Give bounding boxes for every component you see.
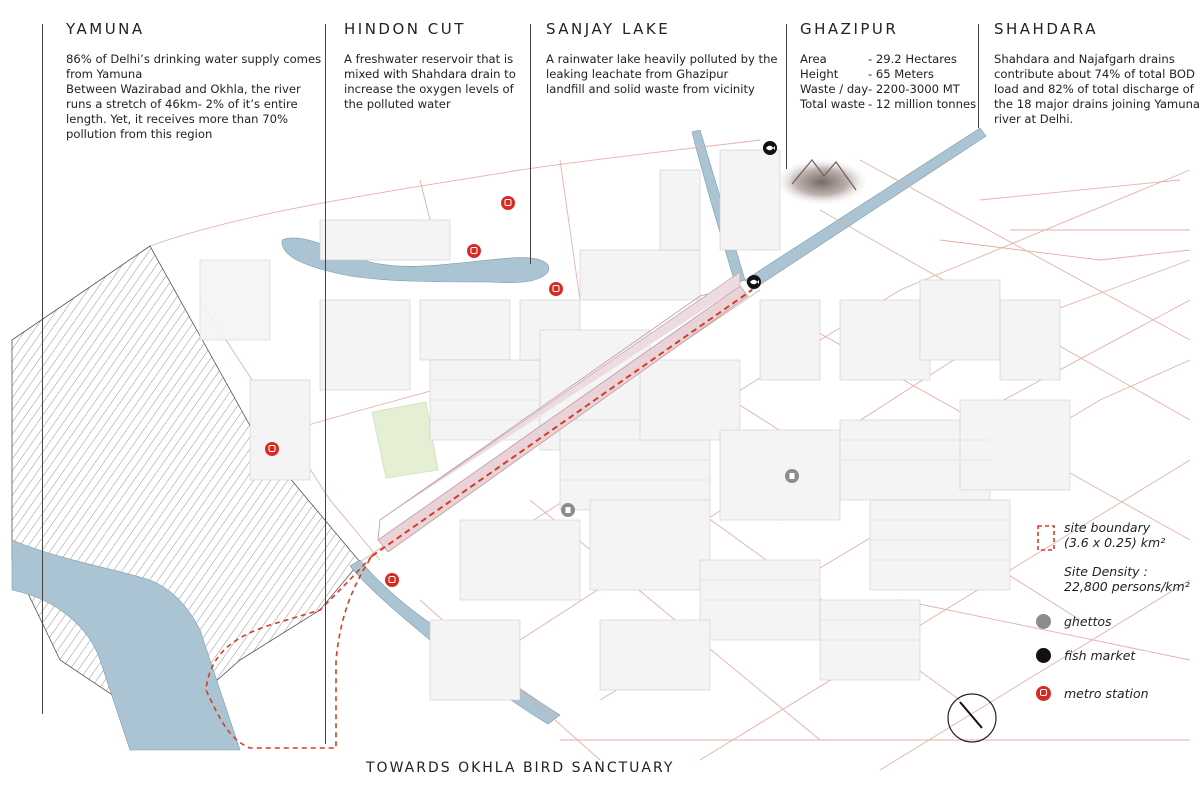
heading-shahdara: SHAHDARA [994, 20, 1098, 38]
metro-station-marker [385, 573, 399, 587]
metro-station-marker [265, 442, 279, 456]
fact-area: Area- 29.2 Hectares [800, 52, 957, 66]
divider-hindon [325, 24, 326, 744]
building-blocks [199, 149, 1071, 701]
fish-market-marker [763, 141, 777, 155]
divider-ghazipur [786, 24, 787, 169]
fish-market-marker [747, 275, 761, 289]
legend-site-boundary: site boundary (3.6 x 0.25) km² [1036, 520, 1165, 551]
ghetto-marker [561, 503, 575, 517]
text-sanjay-lake: A rainwater lake heavily polluted by the… [546, 52, 778, 96]
text-hindon-cut: A freshwater reservoir that is mixed wit… [344, 52, 516, 111]
park [371, 401, 439, 479]
site-boundary-swatch-icon [1037, 525, 1055, 551]
fish-market-icon [1036, 648, 1051, 663]
legend-density: Site Density : 22,800 persons/km² [1064, 564, 1190, 594]
fact-waste-day: Waste / day- 2200-3000 MT [800, 82, 960, 96]
legend-fish-market: fish market [1036, 648, 1135, 663]
text-yamuna: 86% of Delhi’s drinking water supply com… [66, 52, 322, 141]
sanjay-lake [281, 237, 550, 283]
ghetto-icon [1036, 614, 1051, 629]
fact-total-waste: Total waste- 12 million tonnes [800, 97, 977, 111]
legend-ghettos: ghettos [1036, 614, 1112, 629]
ghetto-marker [785, 469, 799, 483]
legend-metro-station: metro station [1036, 686, 1149, 701]
heading-hindon-cut: HINDON CUT [344, 20, 466, 38]
fact-height: Height- 65 Meters [800, 67, 934, 81]
site-boundary-line [371, 289, 753, 557]
metro-station-marker [501, 196, 515, 210]
north-arrow-icon [947, 693, 997, 743]
divider-shahdara [978, 24, 979, 128]
building-grid-hatch [430, 379, 1010, 641]
yamuna-river [11, 539, 241, 751]
footer-okhla-label: TOWARDS OKHLA BIRD SANCTUARY [366, 760, 675, 776]
text-shahdara: Shahdara and Najafgarh drains contribute… [994, 52, 1200, 126]
divider-sanjay [530, 24, 531, 264]
metro-station-marker [549, 282, 563, 296]
divider-yamuna [42, 24, 43, 714]
ghazipur-facts: Area- 29.2 Hectares Height- 65 Meters Wa… [800, 52, 976, 112]
heading-ghazipur: GHAZIPUR [800, 20, 899, 38]
metro-station-icon [1036, 686, 1051, 701]
heading-sanjay-lake: SANJAY LAKE [546, 20, 671, 38]
ghazipur-landfill [774, 158, 870, 206]
heading-yamuna: YAMUNA [66, 20, 145, 38]
metro-station-marker [467, 244, 481, 258]
